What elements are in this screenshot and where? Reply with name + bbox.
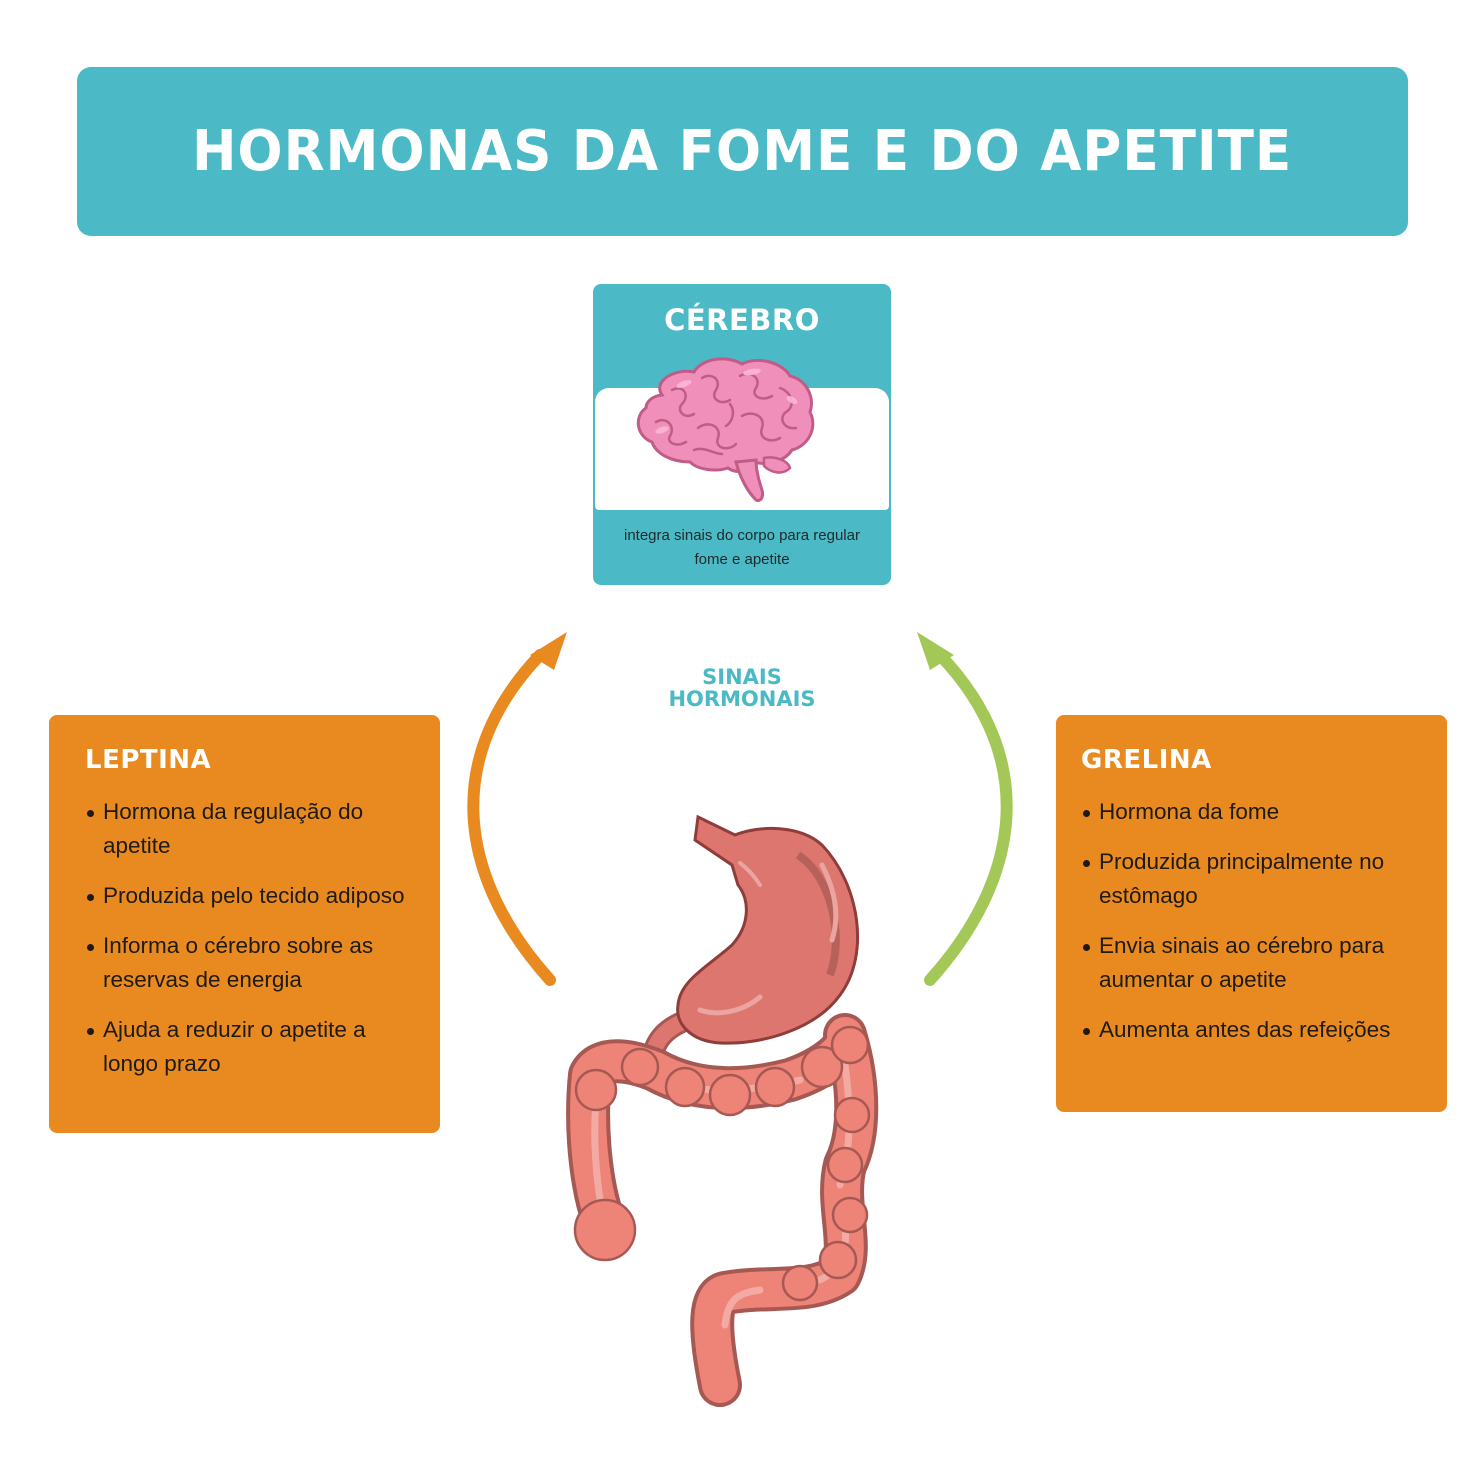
brain-description: integra sinais do corpo para regular fom… [593, 524, 891, 572]
leptin-bullet: Hormona da regulação do apetite [85, 795, 425, 863]
leptin-bullet: Ajuda a reduzir o apetite a longo prazo [85, 1013, 425, 1081]
title-banner: HORMONAS DA FOME E DO APETITE [77, 67, 1408, 236]
stomach-intestines-icon [566, 814, 879, 1407]
ghrelin-title: GRELINA [1081, 745, 1212, 775]
ghrelin-bullet-list: Hormona da fome Produzida principalmente… [1081, 795, 1421, 1063]
ghrelin-card: GRELINA Hormona da fome Produzida princi… [1056, 715, 1447, 1112]
leptin-bullet-list: Hormona da regulação do apetite Produzid… [85, 795, 425, 1097]
leptin-arrow-icon [467, 632, 567, 986]
leptin-title: LEPTINA [85, 745, 212, 775]
brain-card-header: CÉREBRO [593, 284, 891, 366]
ghrelin-bullet: Envia sinais ao cérebro para aumentar o … [1081, 929, 1421, 997]
page-title: HORMONAS DA FOME E DO APETITE [192, 119, 1293, 184]
ghrelin-bullet: Aumenta antes das refeições [1081, 1013, 1421, 1047]
brain-title: CÉREBRO [664, 303, 820, 337]
leptin-bullet: Produzida pelo tecido adiposo [85, 879, 425, 913]
leptin-card: LEPTINA Hormona da regulação do apetite … [49, 715, 440, 1133]
brain-description-text: integra sinais do corpo para regular fom… [624, 527, 860, 568]
ghrelin-bullet: Produzida principalmente no estômago [1081, 845, 1421, 913]
brain-icon [636, 357, 815, 502]
ghrelin-bullet: Hormona da fome [1081, 795, 1421, 829]
leptin-bullet: Informa o cérebro sobre as reservas de e… [85, 929, 425, 997]
ghrelin-arrow-icon [917, 632, 1013, 986]
hormonal-signals-label: SINAIS HORMONAIS [668, 665, 816, 711]
